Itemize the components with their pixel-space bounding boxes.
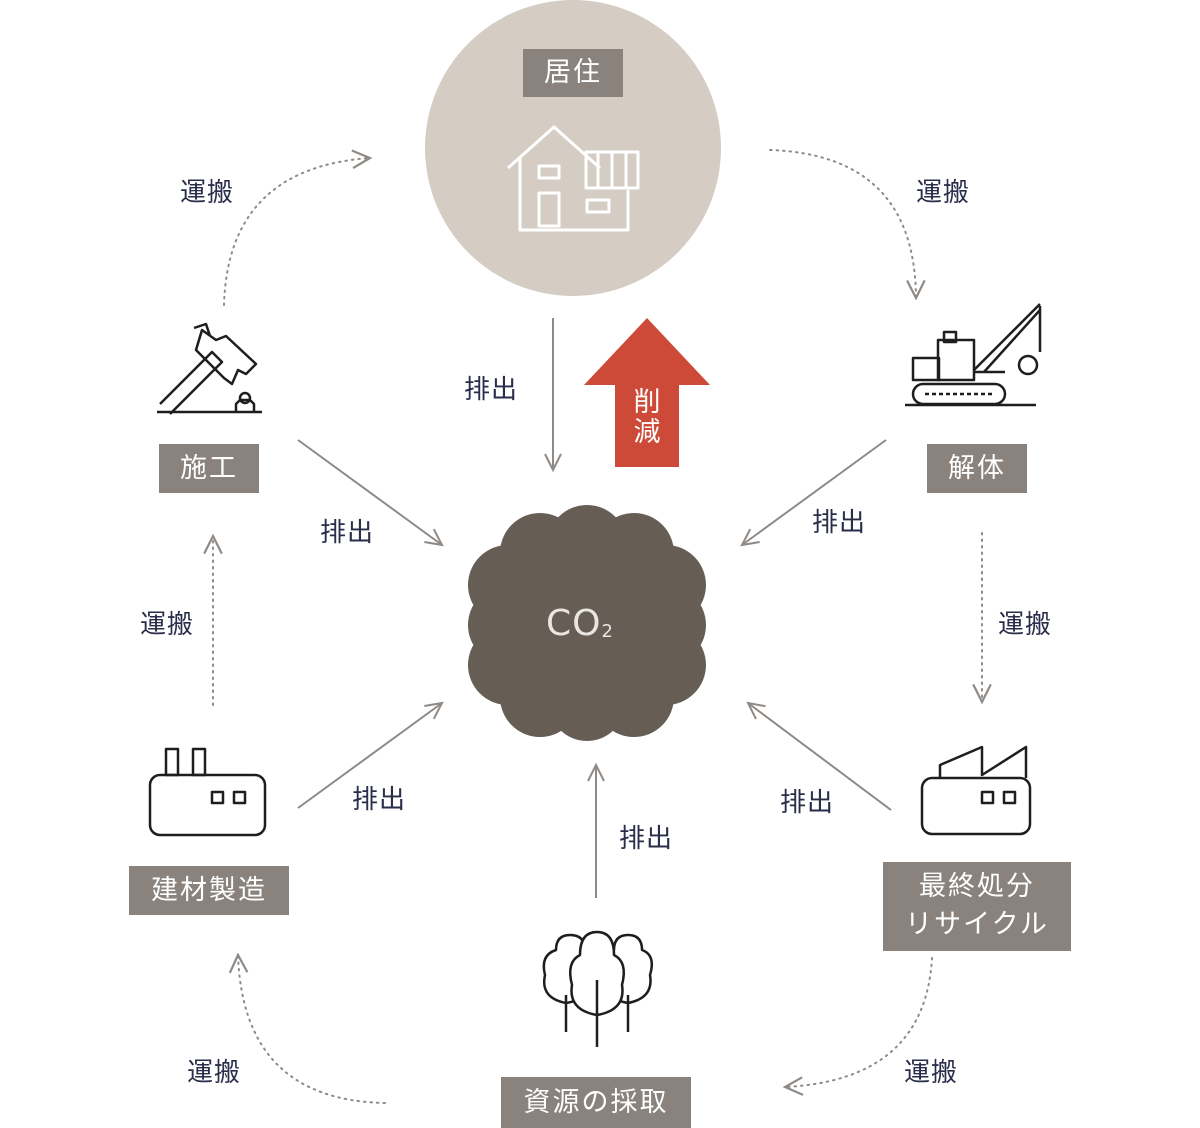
hammer-icon [157, 322, 262, 415]
emission-label-extraction: 排出 [619, 824, 674, 854]
transport-label-residence-to-demolition: 運搬 [916, 178, 971, 208]
emission-label-construction: 排出 [320, 518, 375, 548]
transport-label-manufacturing-to-construction: 運搬 [140, 610, 195, 640]
transport-label-construction-to-residence: 運搬 [180, 178, 235, 208]
factory-icon [148, 747, 267, 837]
demolition-label-text: 解体 [948, 453, 1006, 484]
co2-cloud [468, 505, 706, 741]
disposal-label-line1: 最終処分 [919, 871, 1035, 902]
stage-label-construction: 施工 [159, 444, 259, 493]
construction-label-text: 施工 [180, 453, 238, 484]
transport-arrow-extraction-to-manufacturing [238, 955, 386, 1104]
transport-arrow-residence-to-demolition [769, 149, 916, 298]
emission-label-residence: 排出 [464, 375, 519, 405]
transport-label-demolition-to-disposal: 運搬 [998, 610, 1053, 640]
stage-label-residence: 居住 [523, 49, 623, 97]
transport-arrow-construction-to-residence [223, 158, 370, 306]
emission-label-disposal: 排出 [780, 788, 835, 818]
emission-label-demolition: 排出 [812, 508, 867, 538]
stage-label-extraction: 資源の採取 [501, 1077, 691, 1128]
factory-plant-icon [920, 745, 1032, 836]
stage-label-disposal: 最終処分 リサイクル [883, 862, 1071, 951]
co2-label: CO2 [546, 603, 614, 644]
emission-arrow-disposal [748, 703, 892, 811]
emission-label-manufacturing: 排出 [352, 785, 407, 815]
emission-arrow-demolition [742, 439, 887, 545]
trees-icon [542, 930, 653, 1047]
residence-label-text: 居住 [544, 57, 602, 88]
stage-label-demolition: 解体 [927, 444, 1027, 493]
stage-label-manufacturing: 建材製造 [129, 866, 289, 915]
transport-label-disposal-to-extraction: 運搬 [904, 1058, 959, 1088]
co2-subscript: 2 [601, 621, 614, 642]
co2-text: CO [546, 603, 602, 644]
transport-label-extraction-to-manufacturing: 運搬 [187, 1058, 242, 1088]
manufacturing-label-text: 建材製造 [151, 875, 267, 906]
reduction-text: 削減 [633, 387, 661, 448]
reduction-arrow [584, 318, 710, 467]
emission-arrow-construction [297, 439, 442, 545]
residence-circle [425, 0, 721, 296]
crane-icon [905, 303, 1042, 407]
house-icon [507, 125, 640, 232]
extraction-label-text: 資源の採取 [523, 1087, 669, 1118]
disposal-label-line2: リサイクル [905, 909, 1049, 940]
transport-arrow-disposal-to-extraction [785, 957, 933, 1087]
reduction-label: 削減 [627, 388, 667, 448]
emission-arrow-manufacturing [297, 703, 442, 809]
